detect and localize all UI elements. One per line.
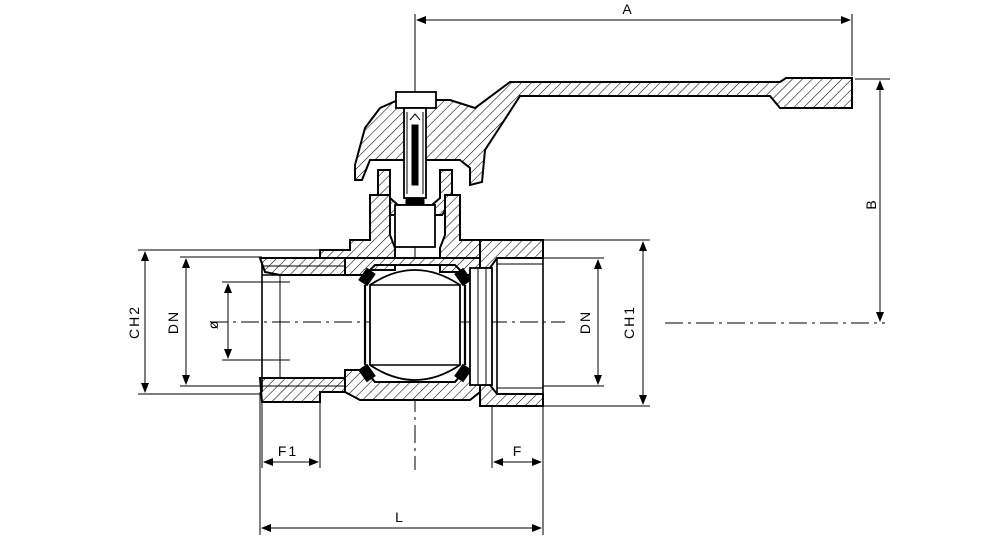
stem-assembly (377, 91, 453, 248)
dimension-f-label: F (513, 443, 524, 459)
dimension-dn-left-label: DN (165, 310, 181, 334)
dimension-b: B (855, 78, 890, 322)
dimension-f1-label: F1 (278, 443, 298, 459)
dimension-a-label: A (622, 1, 633, 17)
dimension-l-label: L (395, 509, 405, 525)
dimension-l: L (259, 392, 542, 535)
dimension-ch1: CH1 (543, 239, 650, 407)
dimension-f1: F1 (261, 400, 321, 468)
dimension-dn-left: DN (165, 256, 262, 387)
dimension-ch2: CH2 (126, 249, 320, 395)
right-end (469, 239, 544, 407)
dimension-ch1-label: CH1 (621, 305, 637, 339)
ball (358, 267, 472, 383)
dimension-dn-right: DN (543, 257, 604, 387)
dimension-b-label: B (863, 198, 879, 209)
dimension-a: A (414, 1, 853, 90)
dimension-bore-label: ø (205, 319, 221, 330)
dimension-ch2-label: CH2 (126, 305, 142, 339)
dimension-dn-right-label: DN (577, 310, 593, 334)
dimension-f: F (491, 406, 544, 535)
dimension-bore: ø (205, 281, 290, 361)
